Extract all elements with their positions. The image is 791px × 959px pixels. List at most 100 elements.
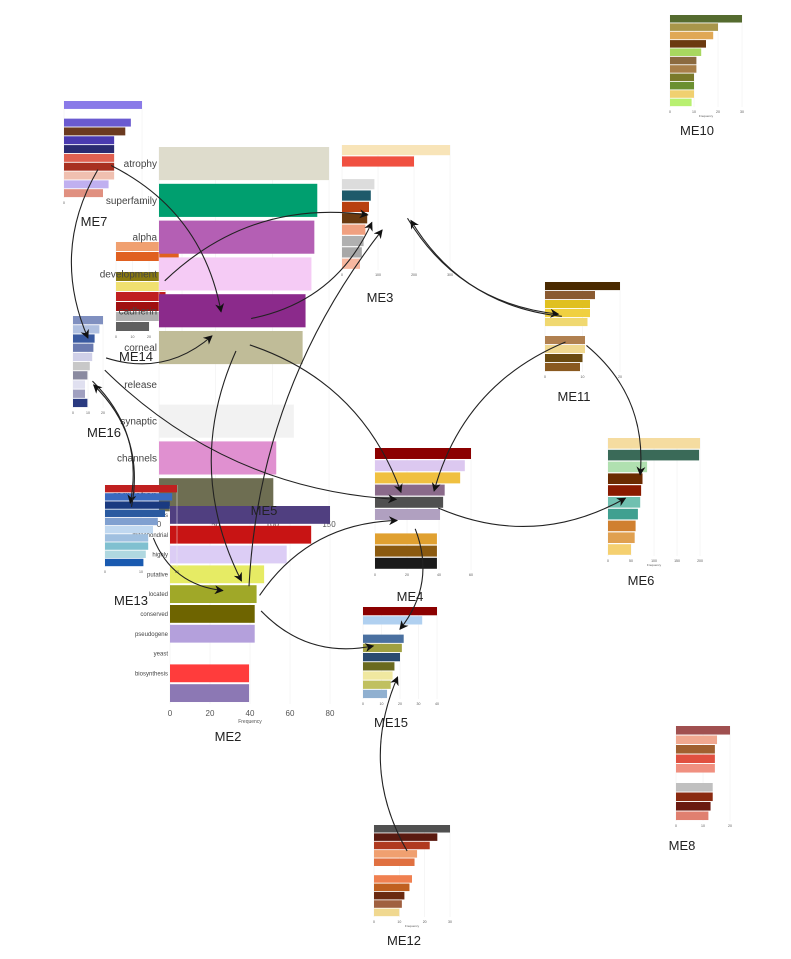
edge-me2-me4 [259, 516, 399, 596]
edge-me13-me2 [152, 537, 224, 595]
bar [159, 404, 294, 438]
bar [676, 802, 711, 811]
bar [608, 461, 648, 473]
tick-label: 10 [131, 335, 135, 339]
edge-me12-me15 [379, 676, 408, 852]
bar [374, 883, 410, 892]
bar [676, 783, 713, 792]
tick-label: 100 [375, 273, 381, 277]
bar-word-label: pseudogene [135, 632, 169, 638]
bar [342, 156, 414, 167]
bar [342, 258, 360, 269]
module-label: ME16 [87, 425, 121, 440]
bar [375, 460, 465, 472]
tick-label: 0 [373, 920, 375, 924]
bar [670, 81, 694, 90]
bar [363, 662, 395, 671]
tick-label: 0 [157, 520, 162, 529]
bar [64, 101, 142, 109]
bar-word-label: development [100, 269, 157, 280]
bar [545, 300, 590, 309]
tick-label: 60 [286, 709, 295, 718]
bar [159, 478, 274, 512]
bar [670, 15, 742, 23]
edge-me11-me6 [586, 345, 646, 476]
edge-me16-me4 [104, 369, 398, 504]
axis-title: Frequency [699, 114, 714, 118]
bar [64, 118, 131, 127]
bar [159, 294, 306, 328]
bar [670, 23, 718, 31]
bar [73, 380, 85, 389]
bar [342, 201, 369, 213]
bar [342, 247, 362, 258]
edge-me16-me5 [105, 335, 213, 365]
bar-word-label: cadherin [119, 306, 157, 317]
bar [64, 162, 115, 171]
bar [64, 171, 115, 180]
bar [116, 272, 176, 281]
bar [363, 616, 423, 625]
module-label: ME4 [397, 589, 424, 604]
tick-label: 20 [398, 702, 402, 706]
bar [105, 534, 149, 542]
bar [159, 331, 303, 365]
bar [545, 282, 620, 291]
bar [105, 485, 177, 493]
bar [363, 653, 400, 662]
bar [170, 545, 287, 564]
bar [375, 557, 437, 569]
bar [105, 501, 170, 509]
bar [159, 441, 277, 475]
tick-label: 10 [397, 920, 401, 924]
bar [670, 31, 714, 40]
tick-label: 0 [362, 702, 364, 706]
bar [375, 545, 437, 557]
bar [545, 309, 590, 318]
edge-me7-me16 [70, 169, 99, 339]
module-me5: atrophysuperfamilyalphadevelopmentcadher… [100, 147, 336, 536]
tick-label: 60 [469, 573, 473, 577]
bar [363, 607, 437, 616]
tick-label: 0 [341, 273, 343, 277]
tick-label: 150 [674, 559, 680, 563]
module-label: ME15 [374, 715, 408, 730]
bar [676, 764, 715, 773]
bar [342, 213, 368, 224]
edge-me11-me4 [431, 341, 566, 492]
bar [73, 352, 93, 362]
bar [545, 345, 585, 354]
module-label: ME3 [367, 290, 394, 305]
bar [374, 891, 405, 900]
bar-word-label: alpha [133, 233, 158, 244]
bar [64, 189, 103, 198]
bar [670, 48, 702, 56]
module-label: ME10 [680, 123, 714, 138]
bar [670, 65, 697, 73]
bar [105, 542, 149, 550]
tick-label: 0 [63, 201, 65, 205]
bar [375, 533, 437, 545]
bar [105, 509, 165, 517]
edge-me3-me11 [407, 217, 560, 318]
tick-label: 100 [651, 559, 657, 563]
tick-label: 10 [692, 110, 696, 114]
tick-label: 0 [72, 411, 74, 415]
edge-me7-me5 [110, 164, 225, 313]
bar [608, 485, 642, 496]
bar [116, 312, 163, 321]
bar [64, 127, 126, 136]
edge-me2-me15 [260, 610, 375, 652]
axis-title: Frequency [647, 563, 662, 567]
bar [105, 493, 173, 501]
bar [116, 252, 179, 261]
bar [375, 509, 441, 520]
